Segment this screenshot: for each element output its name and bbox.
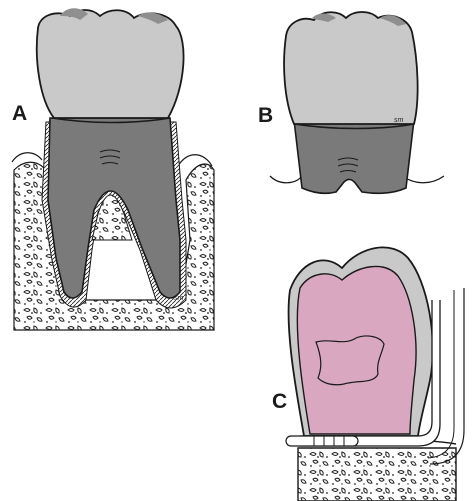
probe-tip [286, 436, 358, 446]
panel-c-label: C [272, 390, 287, 413]
panel-a-crown [37, 8, 184, 122]
panel-a-label: A [12, 102, 27, 125]
panel-a-annotation: sm [174, 295, 184, 302]
panel-b-annotation: sm [394, 117, 404, 124]
panel-b-crown [284, 12, 418, 129]
panel-b: B sm [258, 12, 444, 193]
panel-b-label: B [258, 104, 273, 127]
panel-c: C [272, 247, 464, 501]
panel-c-bone [298, 448, 456, 501]
panel-c-pulp-chamber [316, 336, 384, 385]
panel-b-root-trunk [294, 120, 414, 193]
panel-a: A sm [12, 8, 214, 330]
